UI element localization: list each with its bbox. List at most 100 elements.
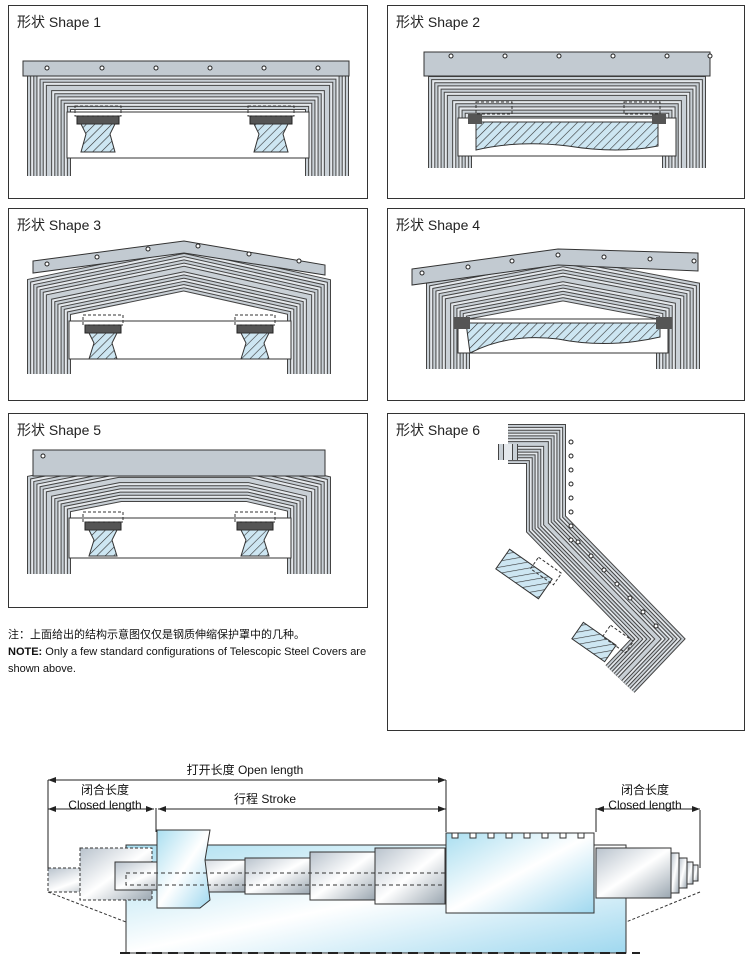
bolt-icon xyxy=(94,254,100,260)
shape-1-drawing xyxy=(22,60,350,176)
arrowhead xyxy=(438,806,446,812)
shape-2-panel: 形状 Shape 2 xyxy=(387,5,745,199)
cover-layer xyxy=(46,477,312,574)
seal-outline xyxy=(74,105,122,117)
shape-title: 形状 Shape 1 xyxy=(17,14,102,30)
bolt-icon xyxy=(568,523,574,529)
guide-rail xyxy=(240,332,270,360)
shape-title: 形状 Shape 6 xyxy=(396,422,481,438)
projection-line xyxy=(47,891,127,923)
seal-outline xyxy=(475,101,513,115)
guide-rail xyxy=(240,529,270,557)
seal-outline xyxy=(529,556,563,586)
bolt-icon xyxy=(207,65,213,71)
wiper-block xyxy=(76,115,120,125)
shape-2-drawing xyxy=(423,51,713,168)
guide-rail xyxy=(253,123,289,153)
workpiece-table xyxy=(465,322,661,354)
arrowhead xyxy=(692,806,700,812)
top-plate xyxy=(32,449,326,477)
open-length-label: 打开长度 Open length xyxy=(186,763,304,777)
note-chinese: 注：上面给出的结构示意图仅仅是钢质伸缩保护罩中的几种。 xyxy=(8,629,305,641)
bolt-slot xyxy=(505,832,513,839)
bolt-slot xyxy=(559,832,567,839)
seal-outline xyxy=(234,511,276,523)
cover-layer xyxy=(447,95,687,168)
wiper-block xyxy=(236,521,274,531)
arrowhead xyxy=(596,806,604,812)
wiper-block xyxy=(468,114,482,124)
bolt-icon xyxy=(44,261,50,267)
arrowhead xyxy=(48,777,56,783)
bolt-icon xyxy=(153,65,159,71)
guide-rail xyxy=(80,123,116,153)
closed-length-en: Closed length xyxy=(68,798,142,812)
collapsed-section xyxy=(686,861,694,885)
closed-length-cn: 闭合长度 xyxy=(80,783,129,797)
bolt-slot xyxy=(523,832,531,839)
shape-3-panel: 形状 Shape 3 xyxy=(8,208,368,401)
shape-title: 形状 Shape 5 xyxy=(17,422,102,438)
bolt-slot xyxy=(451,832,459,839)
stroke-label: 行程 Stroke xyxy=(233,792,297,806)
wiper-block xyxy=(84,324,122,334)
bolt-icon xyxy=(246,251,252,257)
collapsed-section xyxy=(670,852,680,894)
guide-rail xyxy=(88,529,118,557)
seal-outline xyxy=(82,314,124,326)
bolt-icon xyxy=(195,243,201,249)
collapsed-section xyxy=(692,864,699,882)
bolt-slot xyxy=(487,832,495,839)
top-plate xyxy=(423,51,711,77)
top-plate xyxy=(411,248,699,286)
bolt-icon xyxy=(627,595,633,601)
bolt-icon xyxy=(568,453,574,459)
wiper-block xyxy=(249,115,293,125)
bolt-icon xyxy=(601,254,607,260)
bolt-icon xyxy=(568,509,574,515)
collapsed-section xyxy=(678,857,688,889)
bolt-icon xyxy=(588,553,594,559)
bolt-icon xyxy=(664,53,670,59)
bolt-icon xyxy=(44,65,50,71)
wiper-block xyxy=(652,114,666,124)
note: 注：上面给出的结构示意图仅仅是钢质伸缩保护罩中的几种。 NOTE: Only a… xyxy=(8,627,388,678)
top-plate xyxy=(32,240,326,276)
bolt-icon xyxy=(296,258,302,264)
bolt-icon xyxy=(707,53,713,59)
fixed-cover-box xyxy=(445,832,595,914)
bolt-icon xyxy=(555,252,561,258)
shape-6-panel: 形状 Shape 6 xyxy=(387,413,745,731)
workpiece-table xyxy=(475,121,659,151)
arrowhead xyxy=(146,806,154,812)
arrowhead xyxy=(438,777,446,783)
bolt-icon xyxy=(647,256,653,262)
wiper-block xyxy=(84,521,122,531)
bolt-icon xyxy=(465,264,471,270)
shape-1-panel: 形状 Shape 1 xyxy=(8,5,368,199)
shape-title: 形状 Shape 3 xyxy=(17,217,102,233)
bolt-icon xyxy=(568,467,574,473)
bolt-icon xyxy=(40,453,46,459)
seal-outline xyxy=(247,105,295,117)
arrowhead xyxy=(48,806,56,812)
bolt-icon xyxy=(568,439,574,445)
bolt-slot xyxy=(541,832,549,839)
shape-title: 形状 Shape 4 xyxy=(396,217,481,233)
bolt-icon xyxy=(99,65,105,71)
bolt-icon xyxy=(610,53,616,59)
note-label: NOTE: xyxy=(8,646,43,658)
projection-line xyxy=(625,891,701,923)
bolt-icon xyxy=(568,495,574,501)
top-plate xyxy=(22,60,350,77)
wiper-block xyxy=(236,324,274,334)
shape-6-drawing xyxy=(495,424,686,693)
bolt-icon xyxy=(556,53,562,59)
telescopic-section xyxy=(244,857,311,895)
bolt-icon xyxy=(261,65,267,71)
shape-5-panel: 形状 Shape 5 xyxy=(8,413,368,608)
seal-outline xyxy=(623,101,661,115)
bolt-icon xyxy=(568,481,574,487)
length-dimension-diagram: 打开长度 Open length 闭合长度 Closed length 行程 S… xyxy=(0,750,750,975)
bolt-icon xyxy=(653,623,659,629)
